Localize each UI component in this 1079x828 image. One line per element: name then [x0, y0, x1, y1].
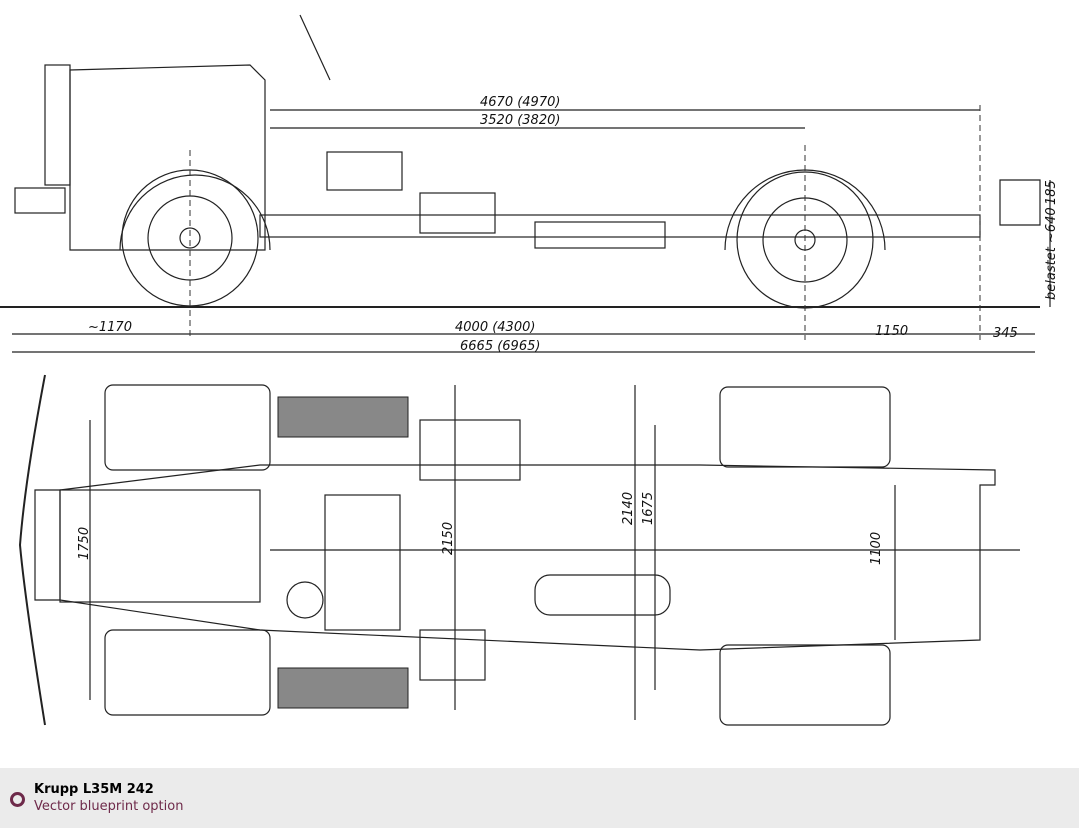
dim-rear-track: 1675 [641, 492, 656, 525]
dim-width-cab: 2150 [441, 522, 456, 555]
caption-title: Krupp L35M 242 [34, 782, 154, 797]
dim-upper-inner: 3520 (3820) [480, 113, 560, 128]
dim-frame-width: 1100 [869, 532, 884, 565]
dim-front-track: 1750 [77, 527, 92, 560]
dim-overall-length: 6665 (6965) [460, 339, 540, 354]
dim-hitch-height: belastet ~640 [1044, 207, 1059, 300]
dim-wheelbase: 4000 (4300) [455, 320, 535, 335]
caption-bar [0, 768, 1079, 828]
dim-hitch-offset: 185 [1044, 180, 1059, 205]
dim-rear-overhang: 1150 [875, 324, 908, 339]
top-view: 1750 2150 2140 1675 1100 [18, 374, 1020, 726]
side-view: 4670 (4970) 3520 (3820) ~1170 4000 (4300… [0, 14, 1059, 354]
dim-hitch: 345 [993, 326, 1018, 341]
caption-subtitle[interactable]: Vector blueprint option [34, 799, 184, 814]
dim-overall-upper: 4670 (4970) [480, 95, 560, 110]
bullet-ring-icon [10, 792, 25, 807]
dim-rear-width: 2140 [621, 492, 636, 525]
dim-front-overhang: ~1170 [88, 320, 132, 335]
blueprint-drawing: 4670 (4970) 3520 (3820) ~1170 4000 (4300… [0, 14, 1059, 726]
